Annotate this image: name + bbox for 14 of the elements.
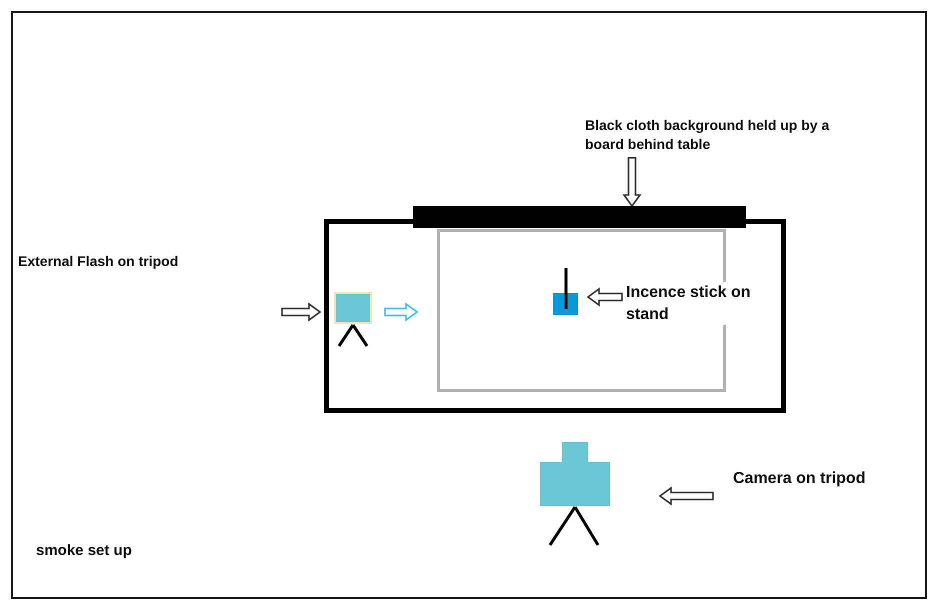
arrow: [281, 302, 322, 322]
camera-drawing: [538, 441, 612, 547]
arrow: [384, 302, 418, 322]
incense-stand-drawing: [552, 267, 579, 316]
cloth-bar: [413, 206, 746, 228]
background-frame: [437, 229, 726, 392]
caption-text: smoke set up: [36, 541, 132, 561]
caption-text: External Flash on tripod: [18, 252, 178, 271]
arrow: [622, 157, 642, 208]
annotation-text: Black cloth background held up by a board behind table: [585, 116, 847, 154]
flash-drawing: [333, 291, 373, 347]
arrow: [658, 486, 714, 506]
annotation-text: Camera on tripod: [733, 468, 923, 490]
arrow: [586, 287, 623, 307]
